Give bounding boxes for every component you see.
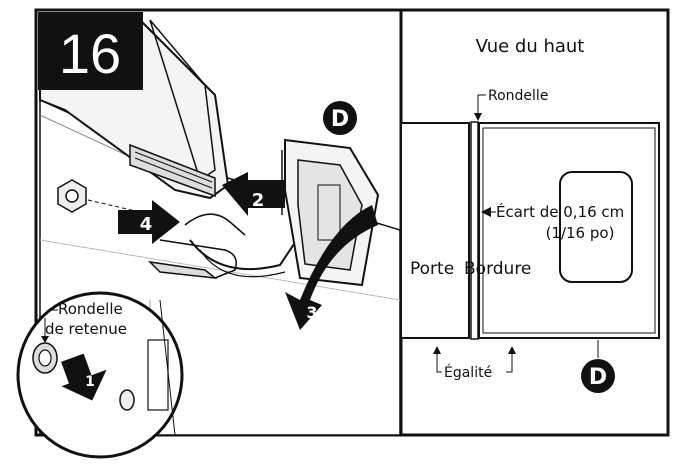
nut-icon [57,179,87,213]
callout-d-circle-right [581,359,615,393]
gap-label-line2: (1/16 po) [546,224,615,242]
callout-d-right: D [589,365,607,390]
svg-text:1: 1 [85,374,95,390]
washer-strip [470,121,479,340]
svg-text:3: 3 [306,303,317,322]
arrow-4: 4 [118,200,180,244]
inset-circle: 1 Rondelle de retenue [16,291,184,459]
flush-label: Égalité [444,364,492,381]
trim-opening [559,171,633,283]
trim-label: Bordure [464,259,531,279]
rondelle-label: Rondelle [488,88,548,104]
step-number-block [38,12,143,90]
right-panel: Vue du haut Rondelle Écart de 0,16 cm (1… [400,36,660,393]
step-number: 16 [59,22,121,85]
bracket-part [147,213,301,280]
door-label: Porte [410,259,454,279]
left-panel: 16 D 2 [16,12,401,459]
door-top-view [400,122,470,339]
arrow-3: 3 [285,205,378,330]
arrow-2: 2 [222,172,285,216]
callout-d-circle [323,101,357,135]
inset-label-line2: de retenue [45,320,127,338]
callout-d-left: D [331,107,349,132]
svg-text:4: 4 [140,214,153,235]
svg-text:2: 2 [252,190,265,211]
gap-label-line1: Écart de 0,16 cm [496,202,624,221]
arrow-1: 1 [61,353,107,401]
top-view-title: Vue du haut [476,36,585,57]
inset-label-line1: Rondelle [58,300,123,318]
